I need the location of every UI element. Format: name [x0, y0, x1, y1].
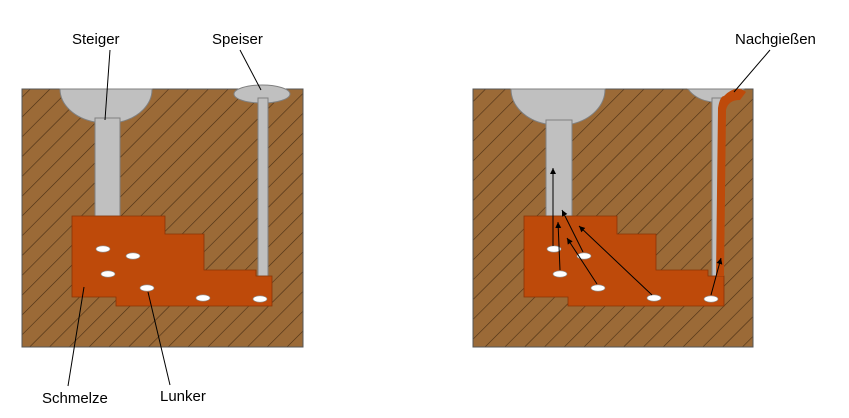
right-panel: Nachgießen	[472, 31, 816, 348]
label-steiger: Steiger	[72, 31, 120, 48]
left-speiser-column	[257, 97, 269, 277]
left-void	[195, 294, 211, 302]
leader-steiger	[104, 49, 111, 121]
right-steiger-column	[545, 119, 573, 217]
label-lunker: Lunker	[160, 388, 206, 405]
right-void	[546, 245, 562, 253]
refill-stream	[716, 88, 746, 276]
label-schmelze: Schmelze	[42, 390, 108, 407]
void-arrow	[578, 225, 653, 296]
label-speiser: Speiser	[212, 31, 263, 48]
leader-speiser	[239, 49, 262, 91]
left-void	[139, 284, 155, 292]
void-arrow	[555, 221, 562, 271]
right-melt	[523, 215, 725, 307]
right-void	[646, 294, 662, 302]
right-void	[576, 252, 592, 260]
right-void	[703, 295, 719, 303]
right-void	[552, 270, 568, 278]
left-void	[252, 295, 268, 303]
void-arrow	[566, 237, 598, 285]
leader-lunker	[147, 291, 171, 386]
leader-nachgiessen	[733, 49, 771, 93]
left-steiger-column	[94, 117, 121, 217]
right-void	[590, 284, 606, 292]
left-void	[125, 252, 141, 260]
left-void	[95, 245, 111, 253]
left-panel: Steiger Speiser Schmelze Lunker	[21, 31, 304, 407]
label-nachgiessen: Nachgießen	[735, 31, 816, 48]
void-arrow	[561, 209, 584, 253]
left-melt	[71, 215, 273, 307]
left-void	[100, 270, 116, 278]
leader-schmelze	[67, 286, 85, 387]
void-arrow	[710, 257, 723, 296]
